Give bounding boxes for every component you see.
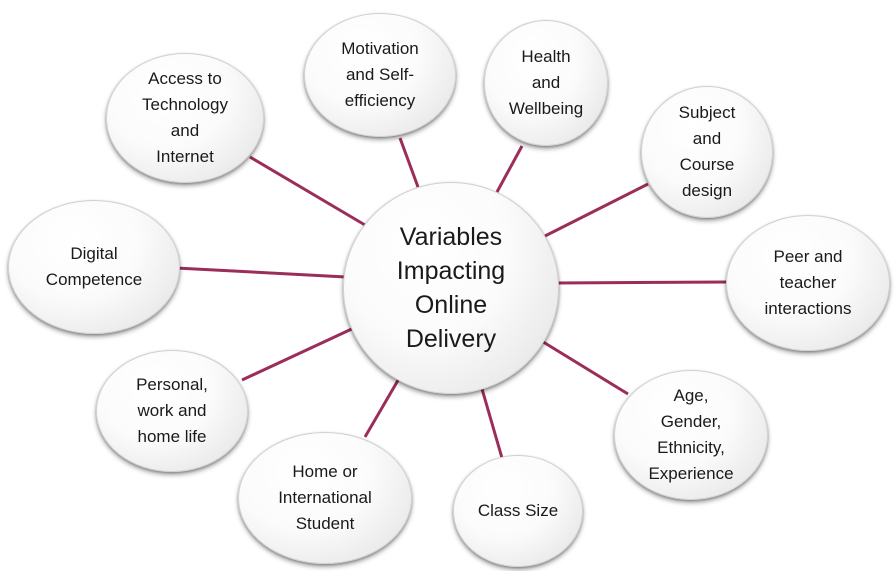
node-subject-course: Subject and Course design xyxy=(641,86,773,218)
node-label: Peer and teacher interactions xyxy=(764,247,852,318)
node-label: Health and Wellbeing xyxy=(508,47,584,118)
center-node-label: Variables Impacting Online Delivery xyxy=(396,223,506,353)
node-personal-life: Personal, work and home life xyxy=(96,350,248,472)
connector-subject-course xyxy=(544,182,649,238)
connector-class-size xyxy=(478,381,504,459)
node-label: Subject and Course design xyxy=(678,103,736,200)
node-label: Digital Competence xyxy=(45,244,143,289)
node-label: Class Size xyxy=(477,501,559,520)
node-label: Access to Technology and Internet xyxy=(141,69,228,166)
node-digital-competence: Digital Competence xyxy=(8,200,180,334)
node-health: Health and Wellbeing xyxy=(484,20,608,146)
node-motivation: Motivation and Self- efficiency xyxy=(304,13,456,137)
node-class-size: Class Size xyxy=(453,455,583,567)
node-home-international: Home or International Student xyxy=(238,432,412,564)
connector-motivation xyxy=(398,137,420,188)
node-access-technology: Access to Technology and Internet xyxy=(106,53,264,183)
connector-health xyxy=(495,145,524,193)
connector-demographics xyxy=(539,338,629,396)
node-label: Home or International Student xyxy=(278,462,372,533)
node-label: Personal, work and home life xyxy=(136,375,208,446)
node-label: Age, Gender, Ethnicity, Experience xyxy=(648,386,734,483)
node-demographics: Age, Gender, Ethnicity, Experience xyxy=(614,370,768,500)
connector-personal-life xyxy=(241,325,357,382)
connector-peer-teacher xyxy=(556,280,729,285)
connector-home-international xyxy=(363,369,406,438)
center-node: Variables Impacting Online Delivery xyxy=(343,182,559,394)
connector-digital-competence xyxy=(175,266,347,279)
node-label: Motivation and Self- efficiency xyxy=(341,39,419,110)
node-peer-teacher: Peer and teacher interactions xyxy=(726,215,890,351)
connector-access-technology xyxy=(249,155,366,227)
